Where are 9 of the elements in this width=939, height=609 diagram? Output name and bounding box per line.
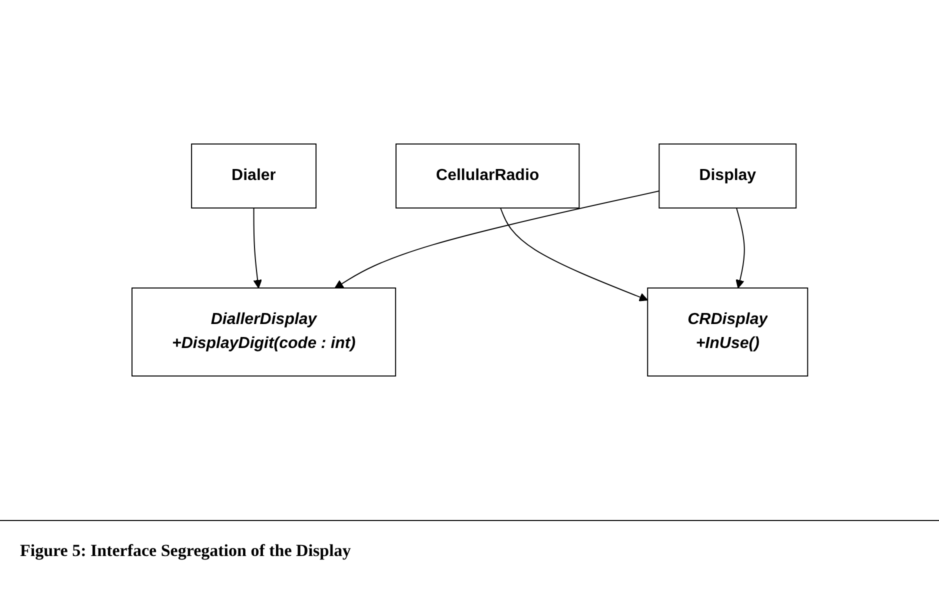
node-box: CellularRadio <box>395 144 580 208</box>
arrow <box>500 208 648 302</box>
figure-caption: Figure 5: Interface Segregation of the Display <box>20 541 351 561</box>
node-box: Display <box>658 144 796 208</box>
arrow <box>252 208 262 288</box>
node-box: Dialer <box>190 144 316 208</box>
node-box: DiallerDisplay +DisplayDigit(code : int) <box>131 288 396 376</box>
arrow <box>334 190 660 288</box>
arrow <box>735 208 745 288</box>
